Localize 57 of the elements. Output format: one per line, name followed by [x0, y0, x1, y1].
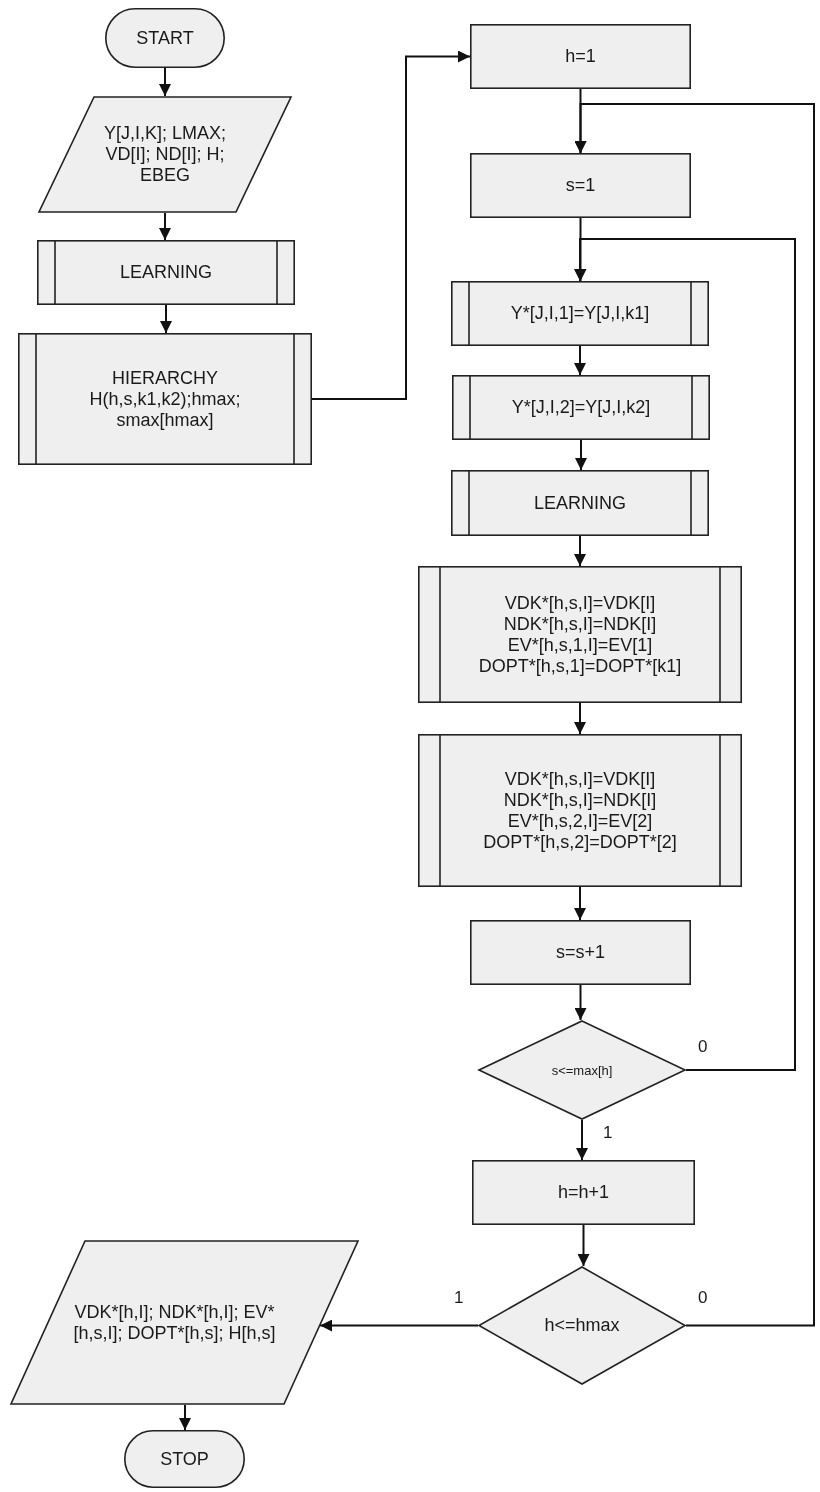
subroutine-label: NDK*[h,s,I]=NDK[I]: [503, 789, 657, 811]
subroutine-box: [452, 375, 710, 440]
terminator-label: START: [136, 27, 194, 49]
subroutine-box: [418, 566, 742, 703]
data-parallelogram: [10, 1240, 359, 1405]
condition-label: h<=hmax: [544, 1315, 620, 1336]
arrow: [576, 1119, 588, 1161]
arrow: [179, 1404, 191, 1431]
process-label: s=s+1: [555, 942, 605, 963]
arrow: [160, 304, 172, 334]
arrow: [574, 238, 796, 1071]
arrow: [574, 886, 586, 921]
decision-diamond: [478, 1020, 686, 1120]
process-label: h=h+1: [557, 1182, 610, 1203]
arrow: [159, 67, 171, 97]
subroutine-label: EV*[h,s,2,I]=EV[2]: [507, 810, 653, 832]
process-box: [472, 1160, 695, 1225]
subroutine-label: NDK*[h,s,I]=NDK[I]: [503, 613, 657, 635]
arrow: [577, 1224, 590, 1267]
data-parallelogram: [38, 96, 292, 213]
process-box: [470, 920, 691, 985]
subroutine-box: [451, 470, 709, 536]
data-label: VDK*[h,I]; NDK*[h,I]; EV*[h,s,I]; DOPT*[h,s]; H[h,s]: [72, 1301, 277, 1344]
condition-label: s<=max[h]: [551, 1061, 613, 1080]
subroutine-box: [37, 240, 295, 305]
process-box: [470, 24, 691, 89]
process-label: s=1: [565, 175, 596, 196]
data-label: Y[J,I,K]; LMAX; VD[I]; ND[I]; H; EBEG: [102, 123, 227, 186]
subroutine-box: [451, 281, 709, 346]
process-box: [470, 153, 691, 218]
arrow: [574, 103, 815, 1327]
arrow: [311, 50, 471, 400]
subroutine-box: [18, 333, 312, 465]
subroutine-label: LEARNING: [534, 492, 626, 514]
subroutine-label: VDK*[h,s,I]=VDK[I]: [504, 592, 656, 614]
arrow: [574, 984, 587, 1021]
terminator-shape: [124, 1430, 245, 1488]
process-label: h=1: [565, 46, 596, 67]
terminator-shape: [105, 8, 225, 68]
arrow: [159, 212, 171, 241]
subroutine-label: Y*[J,I,1]=Y[J,I,k1]: [510, 303, 650, 324]
subroutine-label: Y*[J,I,2]=Y[J,I,k2]: [511, 397, 651, 418]
arrow: [574, 345, 586, 376]
subroutine-label: DOPT*[h,s,2]=DOPT*[2]: [483, 831, 677, 853]
subroutine-label: EV*[h,s,1,I]=EV[1]: [507, 634, 653, 656]
subroutine-label: DOPT*[h,s,1]=DOPT*[k1]: [478, 655, 682, 677]
arrow: [575, 439, 587, 471]
subroutine-label: LEARNING: [120, 262, 212, 283]
arrow: [574, 702, 586, 735]
subroutine-label: H(h,s,k1,k2);hmax; smax[hmax]: [88, 388, 242, 431]
decision-diamond: [478, 1266, 686, 1385]
arrow: [319, 1319, 479, 1332]
subroutine-box: [418, 734, 742, 887]
terminator-label: STOP: [160, 1448, 209, 1470]
arrow: [574, 535, 586, 567]
subroutine-label: HIERARCHY: [112, 367, 218, 389]
subroutine-label: VDK*[h,s,I]=VDK[I]: [504, 768, 656, 790]
